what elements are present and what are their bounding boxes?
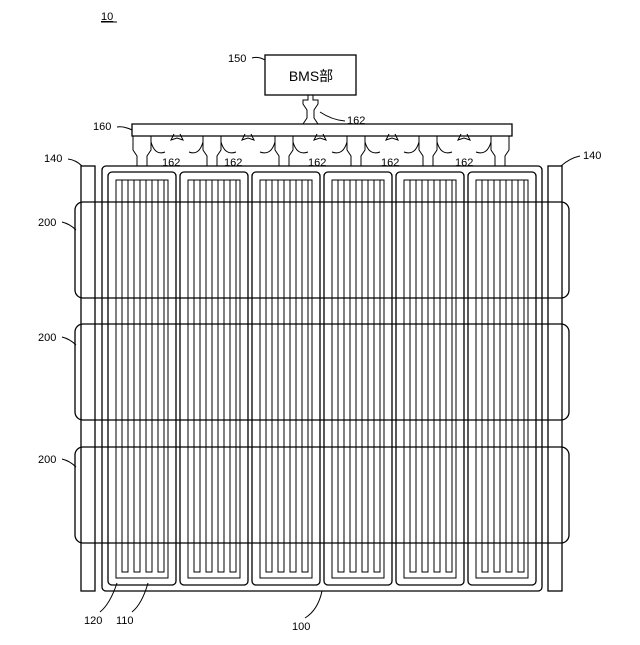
tube-channel xyxy=(518,180,524,572)
harness-leg-5 xyxy=(419,136,437,166)
bms-leader-line xyxy=(252,57,265,60)
band-ref-2: 200 xyxy=(38,332,56,344)
tube-channel xyxy=(134,180,140,572)
bms-label: BMS部 xyxy=(289,68,333,84)
tube-channel xyxy=(122,180,128,572)
cell-5 xyxy=(396,172,464,585)
figure-number: 10 xyxy=(101,11,113,23)
band-leader-1 xyxy=(62,222,76,230)
tube-channel xyxy=(350,180,356,572)
cell-3 xyxy=(252,172,320,585)
end-plate-ref-right: 140 xyxy=(583,150,601,162)
tube-outer xyxy=(404,180,456,578)
end-plate-right xyxy=(548,166,562,591)
band-3 xyxy=(75,447,569,543)
tube-channel xyxy=(278,180,284,572)
tube-channel xyxy=(206,180,212,572)
tube-channel xyxy=(410,180,416,572)
cell-outline xyxy=(324,172,392,585)
cell-2 xyxy=(180,172,248,585)
cell-outline xyxy=(396,172,464,585)
tube-outer xyxy=(476,180,528,578)
cell-outline xyxy=(180,172,248,585)
tube-channel xyxy=(290,180,296,572)
harness-leg-4 xyxy=(347,136,365,166)
harness-leg-3 xyxy=(275,136,293,166)
connector-loops: 162 162 162 162 162 xyxy=(151,134,491,169)
band-ref-1: 200 xyxy=(38,217,56,229)
cell-ref-label: 110 xyxy=(116,615,134,627)
harness-bus xyxy=(132,124,512,136)
end-plate-leader-left xyxy=(68,159,82,166)
harness-leg-2 xyxy=(203,136,221,166)
connector-loop-4 xyxy=(365,142,419,153)
cell-outline xyxy=(108,172,176,585)
connector-notch-3 xyxy=(314,134,326,140)
tube-channel xyxy=(422,180,428,572)
cell-6 xyxy=(468,172,536,585)
connector-ref-label: 162 xyxy=(224,157,242,169)
connector-loop-3 xyxy=(293,142,347,153)
cell-outline xyxy=(468,172,536,585)
harness-leg-1 xyxy=(133,136,151,166)
band-ref-3: 200 xyxy=(38,454,56,466)
connector-notch-1 xyxy=(171,134,183,140)
tube-channel xyxy=(266,180,272,572)
cell-leader-line xyxy=(132,583,148,612)
tube-channel xyxy=(194,180,200,572)
tube-channel xyxy=(494,180,500,572)
connector-ref-label: 162 xyxy=(455,157,473,169)
band-2 xyxy=(75,324,569,420)
cells xyxy=(108,172,536,585)
connector-notch-2 xyxy=(242,134,254,140)
tube-channel xyxy=(230,180,236,572)
connector-loop-2 xyxy=(221,142,275,153)
connector-ref-label: 162 xyxy=(381,157,399,169)
connector-loop-5 xyxy=(437,142,491,153)
module-ref-label: 100 xyxy=(292,621,310,633)
tube-channel xyxy=(482,180,488,572)
tube-outer xyxy=(332,180,384,578)
tube-channel xyxy=(434,180,440,572)
cell-4 xyxy=(324,172,392,585)
tube-channel xyxy=(302,180,308,572)
band-1 xyxy=(75,202,569,298)
tube-channel xyxy=(338,180,344,572)
tube-channel xyxy=(158,180,164,572)
tube-outer xyxy=(116,180,168,578)
harness-leader-line xyxy=(117,127,132,130)
tube-ref-label: 120 xyxy=(84,615,102,627)
cell-outline xyxy=(252,172,320,585)
tube-channel xyxy=(218,180,224,572)
tube-outer xyxy=(188,180,240,578)
end-plate-leader-right xyxy=(561,156,580,166)
connector-loop-1 xyxy=(151,142,203,153)
tube-outer xyxy=(260,180,312,578)
connector-notch-4 xyxy=(386,134,398,140)
harness-ref-label: 160 xyxy=(93,121,111,133)
end-plate-left xyxy=(81,166,95,591)
bms-connector xyxy=(303,95,318,124)
bms-ref-label: 150 xyxy=(228,53,246,65)
bms-connector-ref-label: 162 xyxy=(347,115,365,127)
band-leader-3 xyxy=(62,459,76,467)
harness-leg-6 xyxy=(491,136,509,166)
tube-channel xyxy=(362,180,368,572)
cell-1 xyxy=(108,172,176,585)
tube-channel xyxy=(146,180,152,572)
bms-connector-leader xyxy=(320,112,345,121)
connector-ref-label: 162 xyxy=(162,157,180,169)
end-plate-ref-left: 140 xyxy=(44,153,62,165)
band-leader-2 xyxy=(62,337,76,345)
tube-channel xyxy=(374,180,380,572)
tube-channel xyxy=(446,180,452,572)
connector-notch-5 xyxy=(458,134,470,140)
connector-ref-label: 162 xyxy=(308,157,326,169)
module-leader-line xyxy=(305,591,322,618)
tube-channel xyxy=(506,180,512,572)
